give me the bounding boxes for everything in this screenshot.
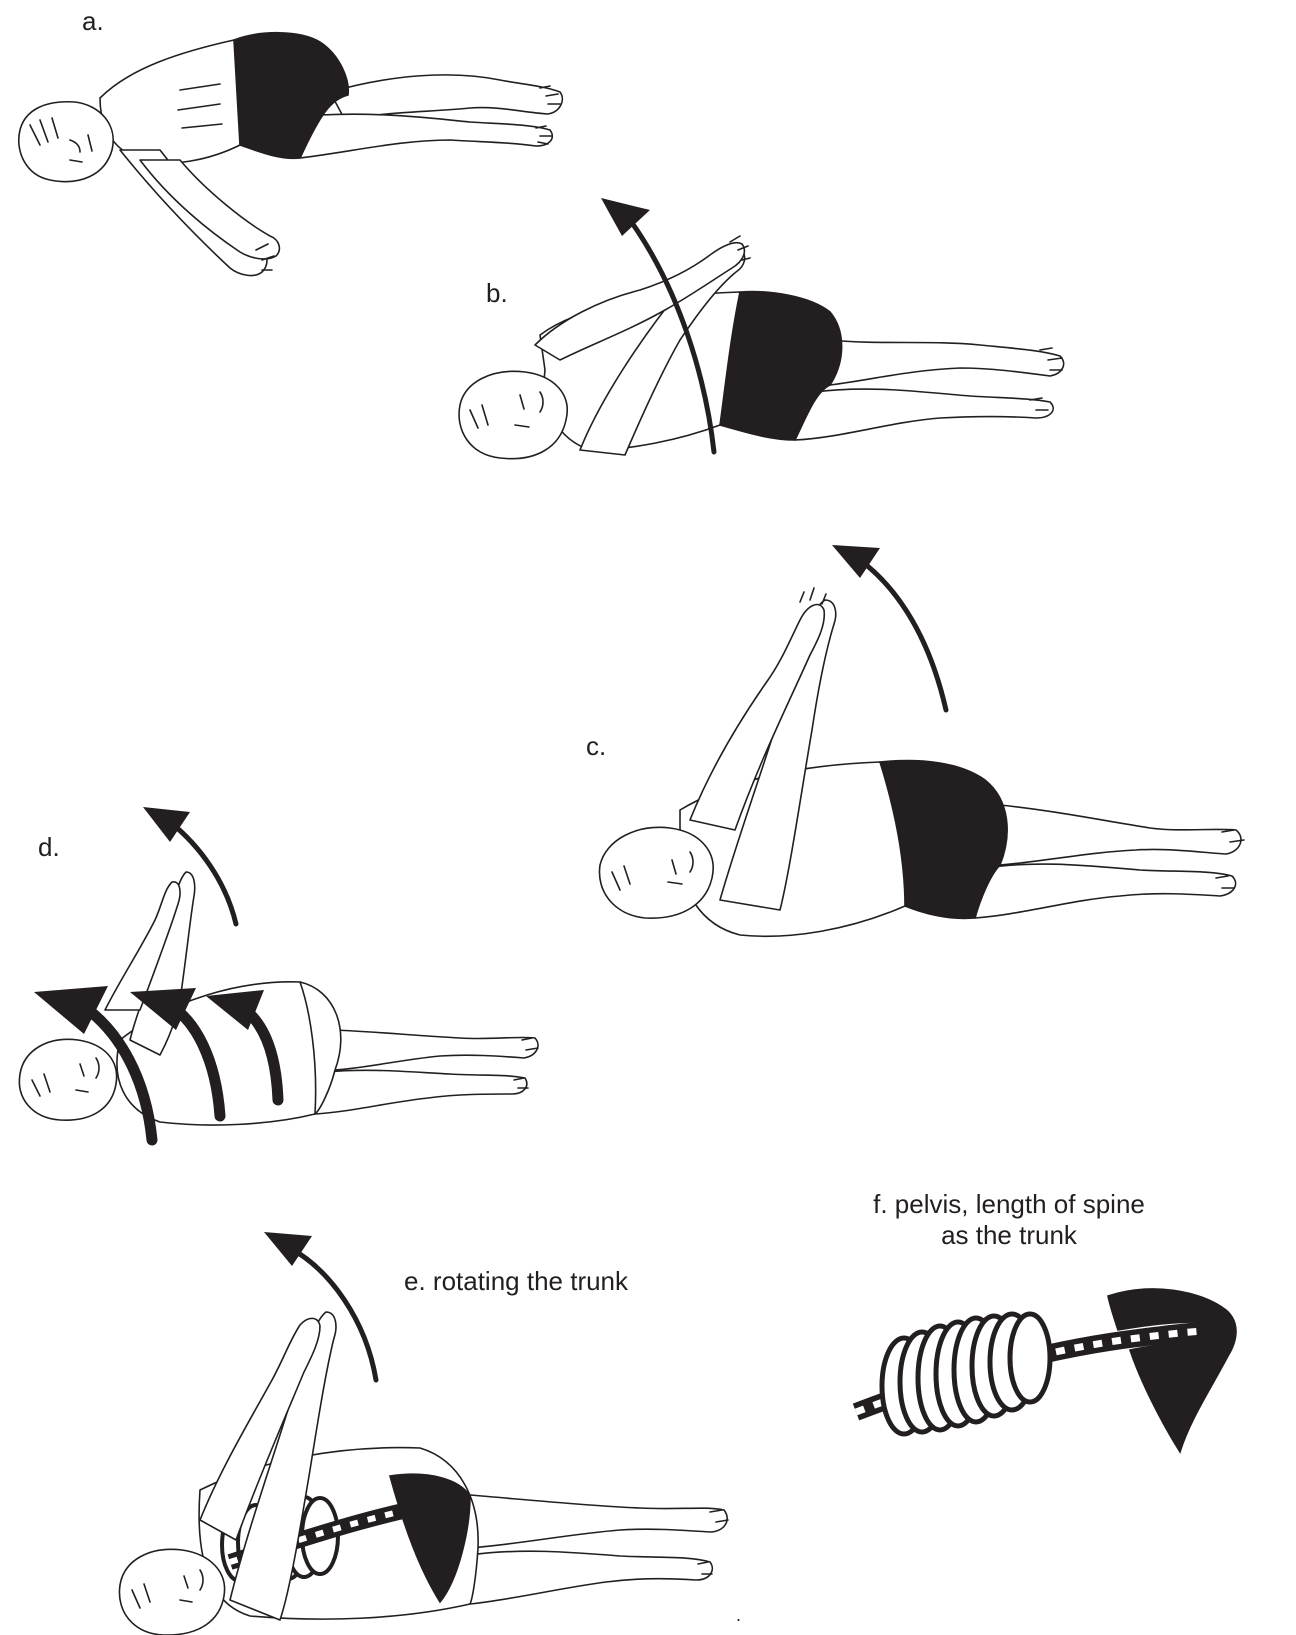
- panel-f-figure: [856, 1289, 1236, 1452]
- panel-c-figure: [599, 545, 1244, 936]
- panel-b-figure: [459, 198, 1064, 459]
- panel-e-figure: [119, 1232, 728, 1635]
- panel-a-figure: [19, 33, 563, 276]
- panel-f-ribs: [882, 1314, 1050, 1434]
- panel-d-figure: [19, 807, 538, 1140]
